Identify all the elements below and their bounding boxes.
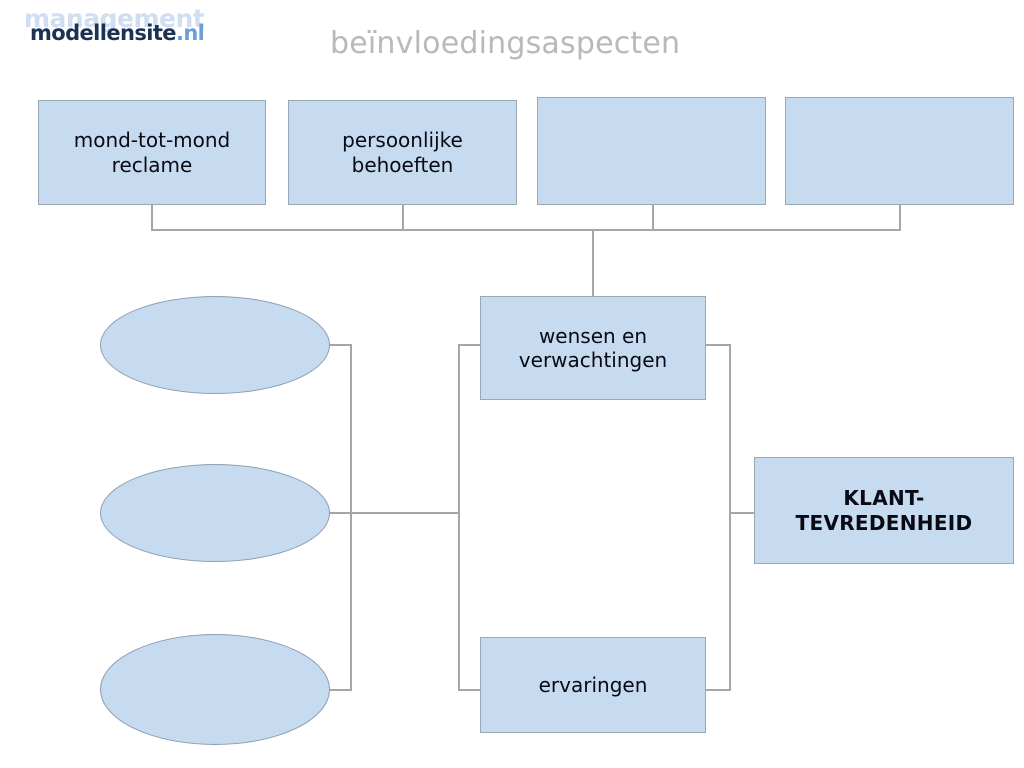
connector-ervaringen-to-right-bus bbox=[704, 689, 730, 691]
page-title: beïnvloedingsaspecten bbox=[330, 26, 681, 61]
outcome-box-label: KLANT-TEVREDENHEID bbox=[795, 486, 973, 535]
top-box-empty-3[interactable] bbox=[537, 97, 766, 205]
top-box-2-label: persoonlijke behoeften bbox=[342, 128, 463, 177]
middle-box-wensen-en-verwachtingen[interactable]: wensen en verwachtingen bbox=[480, 296, 706, 400]
middle-box-ervaringen[interactable]: ervaringen bbox=[480, 637, 706, 733]
connector-top-box-1-drop bbox=[151, 205, 153, 231]
connector-bus-to-wensen bbox=[592, 229, 594, 297]
outcome-box-klanttevredenheid[interactable]: KLANT-TEVREDENHEID bbox=[754, 457, 1014, 564]
ellipse-empty-3[interactable] bbox=[100, 634, 330, 745]
connector-top-box-2-drop bbox=[402, 205, 404, 231]
connector-top-box-4-drop bbox=[899, 205, 901, 231]
top-box-empty-4[interactable] bbox=[785, 97, 1014, 205]
connector-top-box-3-drop bbox=[652, 205, 654, 231]
connector-ellipse-2-stub bbox=[329, 512, 352, 514]
site-logo: management modellensite.nl bbox=[18, 6, 238, 52]
logo-main-text: modellensite.nl bbox=[30, 21, 205, 45]
top-box-persoonlijke-behoeften[interactable]: persoonlijke behoeften bbox=[288, 100, 517, 205]
connector-ellipse-1-stub bbox=[329, 344, 352, 346]
connector-middle-right-bus bbox=[729, 344, 731, 691]
connector-ellipse-3-stub bbox=[329, 689, 352, 691]
connector-right-bus-to-outcome bbox=[729, 512, 755, 514]
connector-middle-left-to-ervaringen bbox=[458, 689, 482, 691]
connector-wensen-to-right-bus bbox=[704, 344, 730, 346]
middle-box-2-label: ervaringen bbox=[538, 672, 648, 697]
top-box-mond-tot-mond-reclame[interactable]: mond-tot-mond reclame bbox=[38, 100, 266, 205]
connector-ellipse-bus bbox=[350, 344, 352, 691]
connector-middle-left-bus bbox=[458, 344, 460, 691]
logo-tld: .nl bbox=[175, 21, 205, 45]
ellipse-empty-2[interactable] bbox=[100, 464, 330, 562]
ellipse-empty-1[interactable] bbox=[100, 296, 330, 394]
logo-top-text: management bbox=[24, 4, 205, 33]
connector-middle-left-to-wensen bbox=[458, 344, 482, 346]
logo-name: modellensite bbox=[30, 21, 177, 45]
middle-box-1-label: wensen en verwachtingen bbox=[518, 323, 668, 372]
connector-ellipse-bus-to-middle bbox=[350, 512, 460, 514]
top-box-1-label: mond-tot-mond reclame bbox=[73, 128, 231, 177]
connector-top-bus bbox=[151, 229, 901, 231]
